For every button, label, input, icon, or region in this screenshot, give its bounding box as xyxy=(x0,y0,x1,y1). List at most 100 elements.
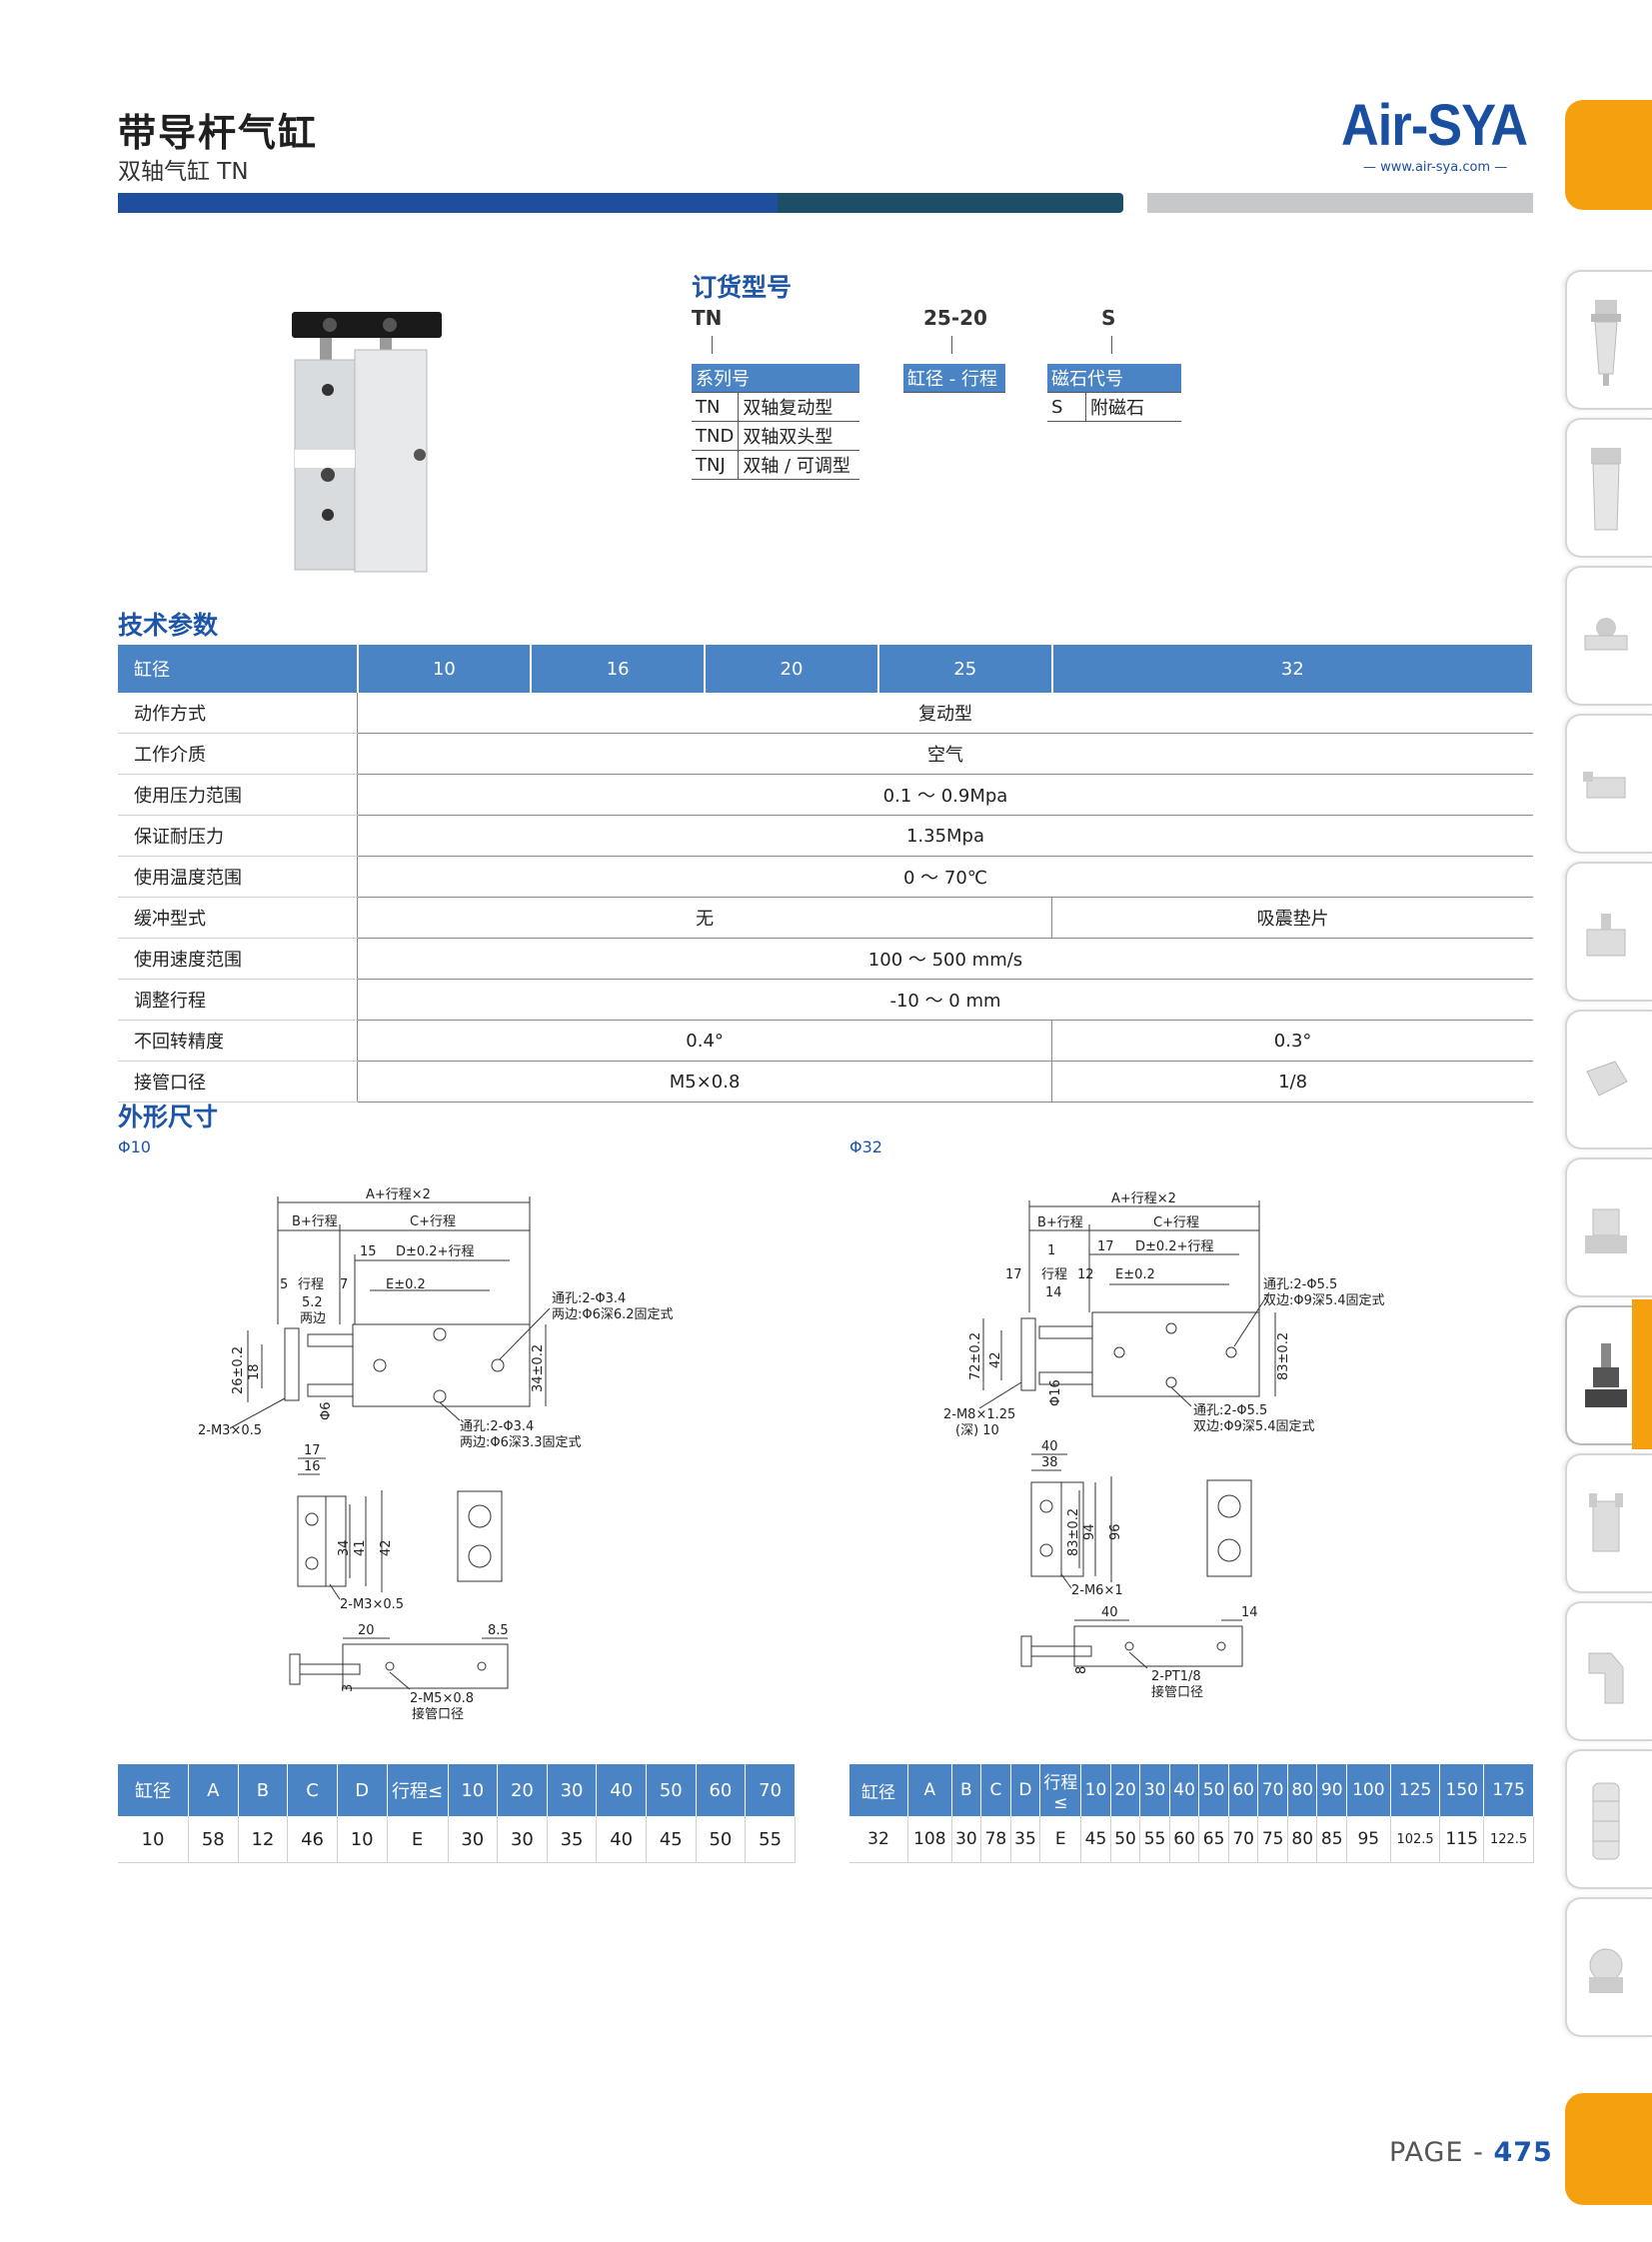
page-number-value: 475 xyxy=(1493,2137,1553,2168)
t32-header: 70 xyxy=(1257,1764,1288,1816)
d32-s83: 83±0.2 xyxy=(1066,1508,1081,1556)
brand-logo: Air-SYA xyxy=(1341,93,1528,158)
t32-header: B xyxy=(951,1764,982,1816)
t32-header: 50 xyxy=(1198,1764,1229,1816)
magnet-desc: 附磁石 xyxy=(1085,392,1181,422)
t32-cell: 115 xyxy=(1439,1816,1485,1863)
t32-cell: 65 xyxy=(1198,1816,1229,1863)
spec-label: 接管口径 xyxy=(118,1061,358,1103)
d32-e: E±0.2 xyxy=(1115,1267,1155,1282)
dims-phi32-label: Φ32 xyxy=(849,1137,882,1156)
spec-label: 使用温度范围 xyxy=(118,856,358,898)
spec-value-32: 吸震垫片 xyxy=(1051,897,1533,939)
side-tab-valve[interactable] xyxy=(1565,566,1652,706)
drain-icon xyxy=(1589,1948,1623,1993)
d32-s40: 40 xyxy=(1041,1439,1058,1454)
d10-top3: C+行程 xyxy=(410,1214,456,1229)
page-number: PAGE - 475 xyxy=(1389,2137,1553,2168)
d10-m3: 2-M3×0.5 xyxy=(198,1423,262,1438)
t32-cell: 30 xyxy=(951,1816,982,1863)
dims-table-32: 缸径 A B C D 行程≤ 10 20 30 40 50 60 70 80 9… xyxy=(849,1764,1534,1863)
side-tab-top[interactable] xyxy=(1565,100,1652,210)
t32-header: 175 xyxy=(1483,1764,1534,1816)
d10-s17: 17 xyxy=(304,1443,321,1458)
t32-cell: 70 xyxy=(1228,1816,1259,1863)
t32-cell: 122.5 xyxy=(1483,1816,1534,1863)
t10-cell: 50 xyxy=(696,1816,747,1863)
d10-b3: 3 xyxy=(341,1684,356,1692)
brand-url: — www.air-sya.com — xyxy=(1363,160,1508,175)
specs-heading: 技术参数 xyxy=(118,611,219,640)
d10-hole2a: 通孔:2-Φ3.4 xyxy=(460,1419,534,1434)
t10-cell: 45 xyxy=(646,1816,697,1863)
side-tab-bottom[interactable] xyxy=(1565,2093,1652,2205)
spec-label: 缓冲型式 xyxy=(118,897,358,939)
dims-table-10: 缸径 A B C D 行程≤ 10 20 30 40 50 60 70 10 5… xyxy=(118,1764,796,1863)
spec-label: 动作方式 xyxy=(118,693,358,734)
side-tab-gripper[interactable] xyxy=(1565,1453,1652,1593)
filter-icon xyxy=(1591,300,1621,386)
d32-hole1a: 通孔:2-Φ5.5 xyxy=(1263,1277,1337,1292)
d32-s38: 38 xyxy=(1041,1455,1058,1470)
t10-header: 70 xyxy=(745,1764,796,1816)
d32-b8: 8 xyxy=(1074,1666,1089,1674)
t32-header: 90 xyxy=(1316,1764,1347,1816)
t10-cell: 55 xyxy=(745,1816,796,1863)
d32-n17b: 17 xyxy=(1005,1267,1022,1282)
spec-value: 1.35Mpa xyxy=(357,815,1533,857)
t10-header: 60 xyxy=(696,1764,747,1816)
t32-header: 40 xyxy=(1169,1764,1200,1816)
d32-n12: 12 xyxy=(1077,1267,1094,1282)
t32-header: 150 xyxy=(1439,1764,1485,1816)
side-tab-filter[interactable] xyxy=(1565,270,1652,410)
page-label: PAGE - xyxy=(1389,2137,1484,2168)
d10-n7: 7 xyxy=(340,1277,348,1292)
spec-bore: 16 xyxy=(531,645,707,693)
d32-top4: D±0.2+行程 xyxy=(1135,1239,1213,1254)
side-tab-elbow[interactable] xyxy=(1565,1601,1652,1741)
spec-value-32: 1/8 xyxy=(1051,1061,1533,1103)
lubricator-icon xyxy=(1591,448,1621,531)
d10-top2: B+行程 xyxy=(292,1214,338,1229)
silencer-icon xyxy=(1592,1782,1620,1860)
t32-header: 10 xyxy=(1080,1764,1111,1816)
t10-header: 行程≤ xyxy=(387,1764,449,1816)
d10-m5: 2-M5×0.8 xyxy=(410,1691,474,1706)
spec-label: 工作介质 xyxy=(118,733,358,775)
spec-value: 空气 xyxy=(357,733,1533,775)
d10-stroke: 行程 xyxy=(298,1277,324,1292)
side-tab-drain[interactable] xyxy=(1565,1897,1652,2037)
t10-header: A xyxy=(188,1764,239,1816)
spec-bore: 32 xyxy=(1051,645,1535,693)
t32-cell: 50 xyxy=(1110,1816,1141,1863)
t32-cell: 75 xyxy=(1257,1816,1288,1863)
t10-header: 50 xyxy=(646,1764,697,1816)
bore-stroke-header: 缸径 - 行程 xyxy=(903,364,1005,393)
side-tab-solenoid[interactable] xyxy=(1565,1157,1652,1297)
side-tab-silencer[interactable] xyxy=(1565,1749,1652,1889)
side-tab-speed[interactable] xyxy=(1565,862,1652,1002)
fitting-icon xyxy=(1583,772,1626,799)
d10-s34: 34 xyxy=(337,1539,352,1556)
t32-cell: 55 xyxy=(1139,1816,1170,1863)
d10-twoside: 两边 xyxy=(300,1311,326,1326)
d32-hole2a: 通孔:2-Φ5.5 xyxy=(1193,1403,1267,1418)
t10-cell: 10 xyxy=(337,1816,388,1863)
t32-header: 20 xyxy=(1110,1764,1141,1816)
side-tab-fitting[interactable] xyxy=(1565,714,1652,854)
d10-top1: A+行程×2 xyxy=(366,1187,431,1202)
spec-value: 100 ～ 500 mm/s xyxy=(357,938,1533,980)
side-tab-block[interactable] xyxy=(1565,1010,1652,1149)
d10-n34: 34±0.2 xyxy=(531,1344,546,1392)
d32-phi16: Φ16 xyxy=(1048,1379,1063,1406)
side-tab-lubricator[interactable] xyxy=(1565,418,1652,558)
d32-top3: C+行程 xyxy=(1153,1215,1199,1230)
d32-hole2b: 双边:Φ9深5.4固定式 xyxy=(1193,1419,1315,1434)
spec-label: 保证耐压力 xyxy=(118,815,358,857)
t10-header: B xyxy=(238,1764,289,1816)
header-bar-blue xyxy=(118,193,778,213)
d32-n17: 17 xyxy=(1097,1239,1114,1254)
t10-header: 10 xyxy=(448,1764,499,1816)
